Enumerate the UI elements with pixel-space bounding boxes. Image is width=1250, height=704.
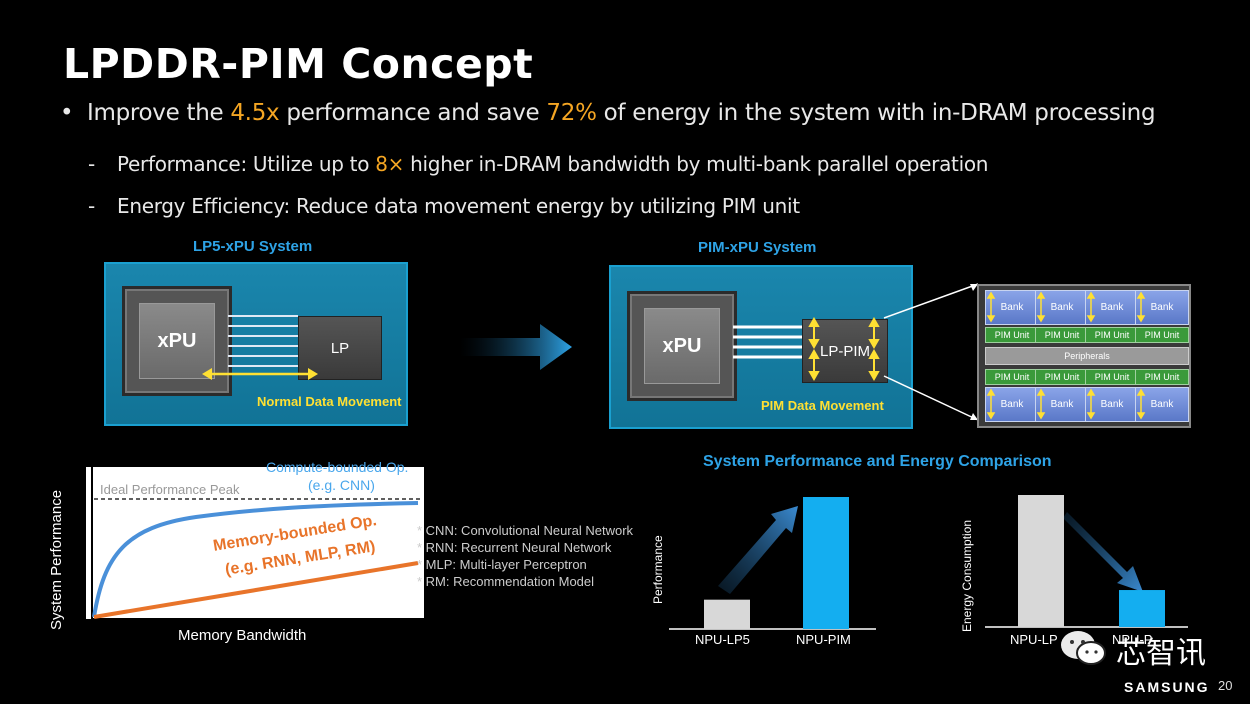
xpu-label: xPU [139,303,215,379]
pim-unit-cell: PIM Unit [1035,327,1089,343]
peripherals-block: Peripherals [985,347,1189,365]
comparison-heading: System Performance and Energy Comparison [703,453,1052,470]
bank-cell: Bank [985,387,1039,422]
bullet-main-prefix: Improve the [87,100,231,126]
lp5-system-panel: xPU LP Normal Data Movement [104,262,408,426]
highlight-bandwidth: 8× [375,152,405,176]
lp-chip: LP [298,316,382,380]
bullet-energy-text: Energy Efficiency: Reduce data movement … [117,194,800,218]
graph-ylabel: System Performance [48,489,65,630]
pim-data-lines [733,325,803,359]
zoom-lines [883,283,979,421]
note-cnn: * CNN: Convolutional Neural Network [417,523,634,538]
pim-movement-label: PIM Data Movement [761,398,884,413]
energy-bar-npu-pim [1119,590,1165,627]
xpu-chip: xPU [122,286,232,396]
page-number: 20 [1218,678,1233,693]
highlight-perf: 4.5x [230,100,280,126]
wechat-icon [1061,631,1106,665]
note-rm: * RM: Recommendation Model [417,574,595,589]
bullet-energy: -Energy Efficiency: Reduce data movement… [88,194,800,218]
bank-detail-panel: Bank Bank Bank Bank PIM Unit PIM Unit PI… [977,284,1191,428]
xpu-chip: xPU [627,291,737,401]
bullet-perf-suffix: higher in-DRAM bandwidth by multi-bank p… [404,152,989,176]
perf-cat-npu-lp5: NPU-LP5 [695,632,750,647]
compute-label-2: (e.g. CNN) [308,477,375,493]
normal-movement-label: Normal Data Movement [257,394,402,409]
peak-label: Ideal Performance Peak [100,482,240,497]
performance-up-arrow-icon [718,506,798,594]
watermark-text: 芯智讯 [1116,636,1206,671]
lp5-data-lines [228,315,298,367]
transition-arrow-icon [460,324,572,370]
energy-ylabel: Energy Consumption [960,519,974,632]
energy-chart [985,495,1188,628]
bank-cell: Bank [1135,387,1189,422]
pim-system-heading: PIM-xPU System [698,239,817,256]
lp5-system-heading: LP5-xPU System [193,238,313,255]
bullet-perf-prefix: Performance: Utilize up to [117,152,376,176]
pim-movement-arrows [808,317,880,382]
normal-movement-arrow [202,368,318,380]
energy-bar-npu-lp5 [1018,495,1064,627]
pim-unit-cell: PIM Unit [1035,369,1089,385]
energy-down-arrow-icon [1063,512,1143,592]
perf-bar-npu-lp5 [704,599,750,629]
dash-marker: - [88,152,95,176]
slide-title: LPDDR-PIM Concept [63,40,534,88]
bullet-main-suffix: of energy in the system with in-DRAM pro… [596,100,1156,126]
bullet-main: • Improve the 4.5x performance and save 7… [60,100,1156,126]
bank-cell: Bank [1085,387,1139,422]
perf-ylabel: Performance [651,535,665,604]
note-mlp: * MLP: Multi-layer Perceptron [417,557,587,572]
bank-arrows [986,291,1146,420]
bullet-main-mid: performance and save [279,100,547,126]
compute-label-1: Compute-bounded Op. [266,459,409,475]
bullet-marker: • [60,100,74,126]
dash-marker: - [88,194,95,218]
pim-unit-cell: PIM Unit [1135,369,1189,385]
perf-bar-npu-pim [803,497,849,629]
energy-cat-npu-pim: NPU-P [1112,632,1153,647]
energy-cat-npu-lp5: NPU-LP [1010,632,1058,647]
xpu-label: xPU [644,308,720,384]
bandwidth-graph [86,457,434,624]
bank-cell: Bank [985,290,1039,325]
bullet-performance: -Performance: Utilize up to 8× higher in… [88,152,988,176]
bank-cell: Bank [1135,290,1189,325]
graph-xlabel: Memory Bandwidth [178,627,307,644]
perf-cat-npu-pim: NPU-PIM [796,632,851,647]
samsung-logo: SAMSUNG [1124,679,1210,695]
pim-system-panel: xPU LP-PIM PIM Data Movement [609,265,913,429]
performance-chart [669,497,876,630]
note-rnn: * RNN: Recurrent Neural Network [417,540,612,555]
pim-unit-cell: PIM Unit [1135,327,1189,343]
highlight-energy: 72% [546,100,597,126]
